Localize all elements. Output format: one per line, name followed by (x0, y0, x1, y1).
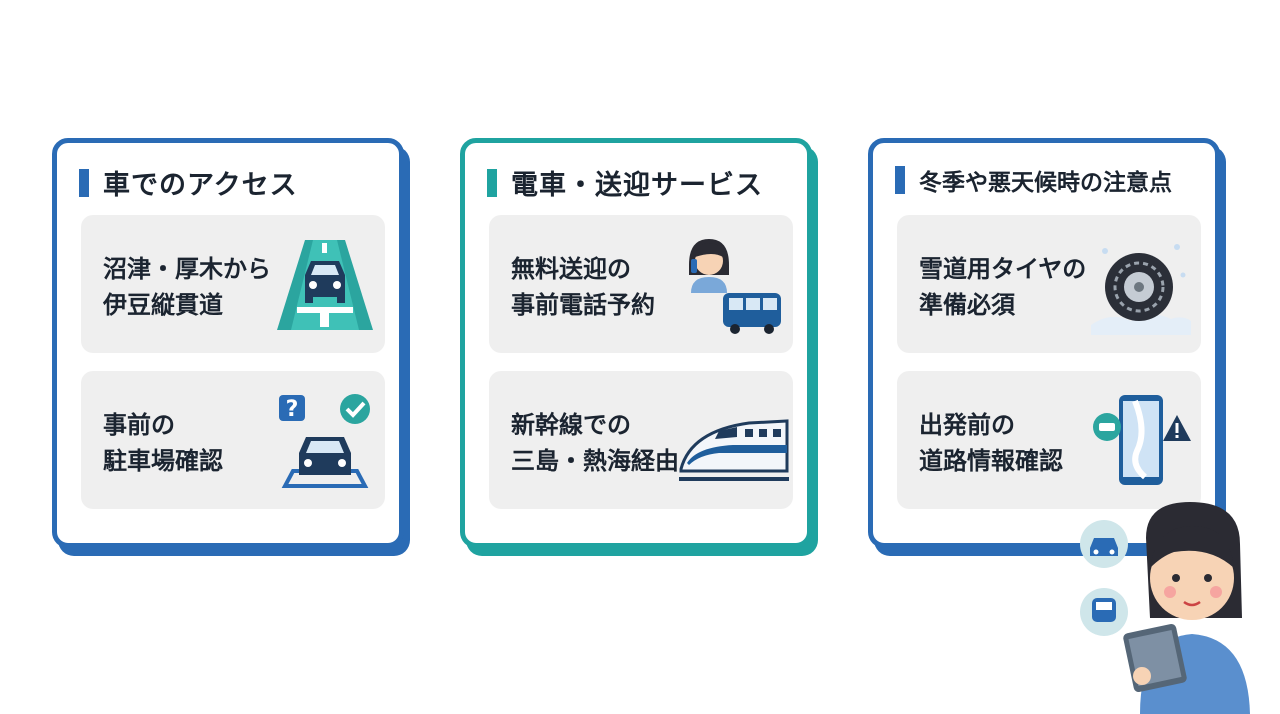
info-item: 出発前の 道路情報確認 (897, 371, 1201, 509)
card-title-text: 冬季や悪天候時の注意点 (919, 170, 1172, 196)
item-label-line2: 道路情報確認 (919, 447, 1063, 475)
info-item: 事前の 駐車場確認 ? (81, 371, 385, 509)
girl-with-tablet-illustration (1070, 498, 1280, 714)
card-title-text: 電車・送迎サービス (511, 170, 763, 201)
item-label-line2: 駐車場確認 (103, 447, 223, 475)
item-label-line1: 沼津・厚木から (103, 255, 271, 283)
card-winter-caution: 冬季や悪天候時の注意点 雪道用タイヤの 準備必須 出発前の 道路情報確認 (868, 138, 1220, 548)
item-label: 新幹線での 三島・熱海経由 (511, 407, 701, 479)
svg-text:?: ? (286, 397, 299, 422)
title-accent-bar (79, 168, 89, 197)
info-item: 雪道用タイヤの 準備必須 (897, 215, 1201, 353)
title-accent-bar (487, 168, 497, 197)
item-label: 出発前の 道路情報確認 (919, 407, 1109, 479)
item-label-line1: 事前の (103, 411, 175, 439)
card-car-access: 車でのアクセス 沼津・厚木から 伊豆縦貫道 事 (52, 138, 404, 548)
item-label-line1: 新幹線での (511, 411, 631, 439)
card-train-shuttle: 電車・送迎サービス 無料送迎の 事前電話予約 新幹線での (460, 138, 812, 548)
item-label: 沼津・厚木から 伊豆縦貫道 (103, 251, 293, 323)
card-title: 車でのアクセス (79, 163, 298, 202)
item-label: 無料送迎の 事前電話予約 (511, 251, 701, 323)
road-info-phone-icon (1091, 391, 1191, 491)
info-item: 新幹線での 三島・熱海経由 (489, 371, 793, 509)
item-label: 雪道用タイヤの 準備必須 (919, 251, 1109, 323)
item-label-line2: 伊豆縦貫道 (103, 291, 223, 319)
info-item: 沼津・厚木から 伊豆縦貫道 (81, 215, 385, 353)
snow-tire-icon (1091, 235, 1191, 335)
item-label-line1: 出発前の (919, 411, 1015, 439)
parking-check-icon: ? (275, 391, 375, 491)
item-label-line2: 三島・熱海経由 (511, 447, 679, 475)
title-accent-bar (895, 166, 905, 194)
card-title: 冬季や悪天候時の注意点 (895, 163, 1172, 197)
item-label-line2: 事前電話予約 (511, 291, 655, 319)
card-title: 電車・送迎サービス (487, 163, 763, 202)
item-label-line2: 準備必須 (919, 291, 1015, 319)
info-item: 無料送迎の 事前電話予約 (489, 215, 793, 353)
phone-bus-icon (683, 235, 783, 335)
card-title-text: 車でのアクセス (103, 170, 298, 201)
shinkansen-icon (679, 391, 789, 491)
highway-car-icon (275, 235, 375, 335)
item-label: 事前の 駐車場確認 (103, 407, 293, 479)
item-label-line1: 雪道用タイヤの (919, 255, 1087, 283)
item-label-line1: 無料送迎の (511, 255, 631, 283)
